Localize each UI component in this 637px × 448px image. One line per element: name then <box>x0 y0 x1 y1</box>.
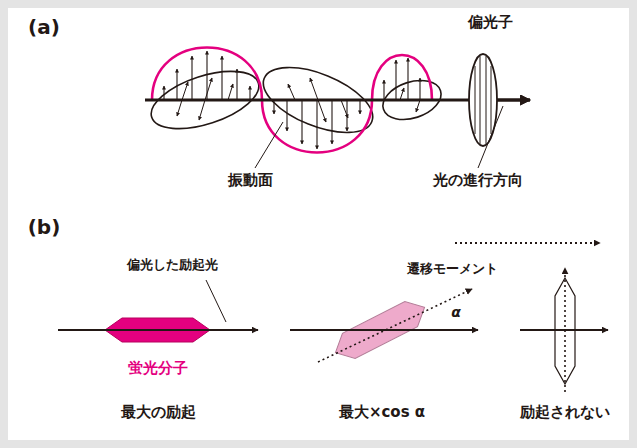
panel-letter: (b) <box>28 216 61 239</box>
part-name: 蛍光分子 <box>128 360 188 377</box>
case-caption: 最大の励起 <box>121 404 196 421</box>
molecule-perpendicular <box>520 268 608 392</box>
polarizer <box>469 54 530 146</box>
molecule-parallel <box>58 280 258 342</box>
legend-label: 遷移モーメント <box>407 262 498 277</box>
part-name: 偏光した励起光 <box>127 258 218 273</box>
case-caption: 最大×cos α <box>339 404 425 421</box>
part-name: 光の進行方向 <box>433 172 523 189</box>
transition-moment-arrow <box>455 242 600 244</box>
case-caption: 励起されない <box>520 404 610 421</box>
panel-letter: (a) <box>28 16 60 39</box>
part-name: 振動面 <box>228 172 273 189</box>
angle-symbol: α <box>451 304 461 320</box>
part-name: 偏光子 <box>468 14 513 31</box>
molecule-tilted <box>290 289 478 365</box>
leader-line <box>478 106 503 168</box>
leader-line <box>255 122 283 168</box>
